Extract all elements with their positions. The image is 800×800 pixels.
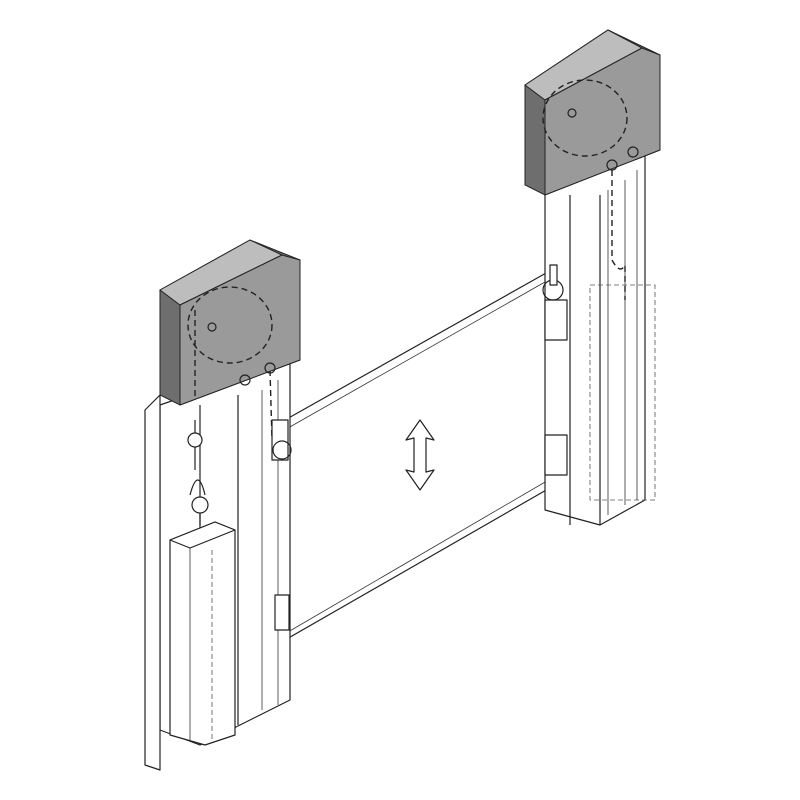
counterweight — [169, 420, 236, 746]
right-guide-column — [542, 149, 656, 526]
up-down-arrow-icon — [405, 419, 435, 491]
left-winch-housing — [159, 239, 301, 406]
right-winch-housing — [524, 29, 661, 196]
